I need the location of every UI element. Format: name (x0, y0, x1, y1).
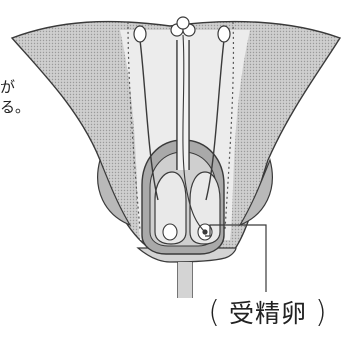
text-fragment: る。 (0, 100, 30, 115)
close-paren: ) (313, 295, 330, 330)
pollen-grain (177, 17, 189, 29)
ovule-left (163, 224, 177, 240)
answer-label: ( 受精卵 ) (193, 292, 343, 332)
anther-right (218, 26, 230, 42)
stem-fill (178, 262, 192, 298)
anther-left (134, 26, 146, 42)
text-fragment: が (0, 80, 15, 95)
answer-text: 受精卵 (223, 294, 313, 330)
open-paren: ( (206, 295, 223, 330)
